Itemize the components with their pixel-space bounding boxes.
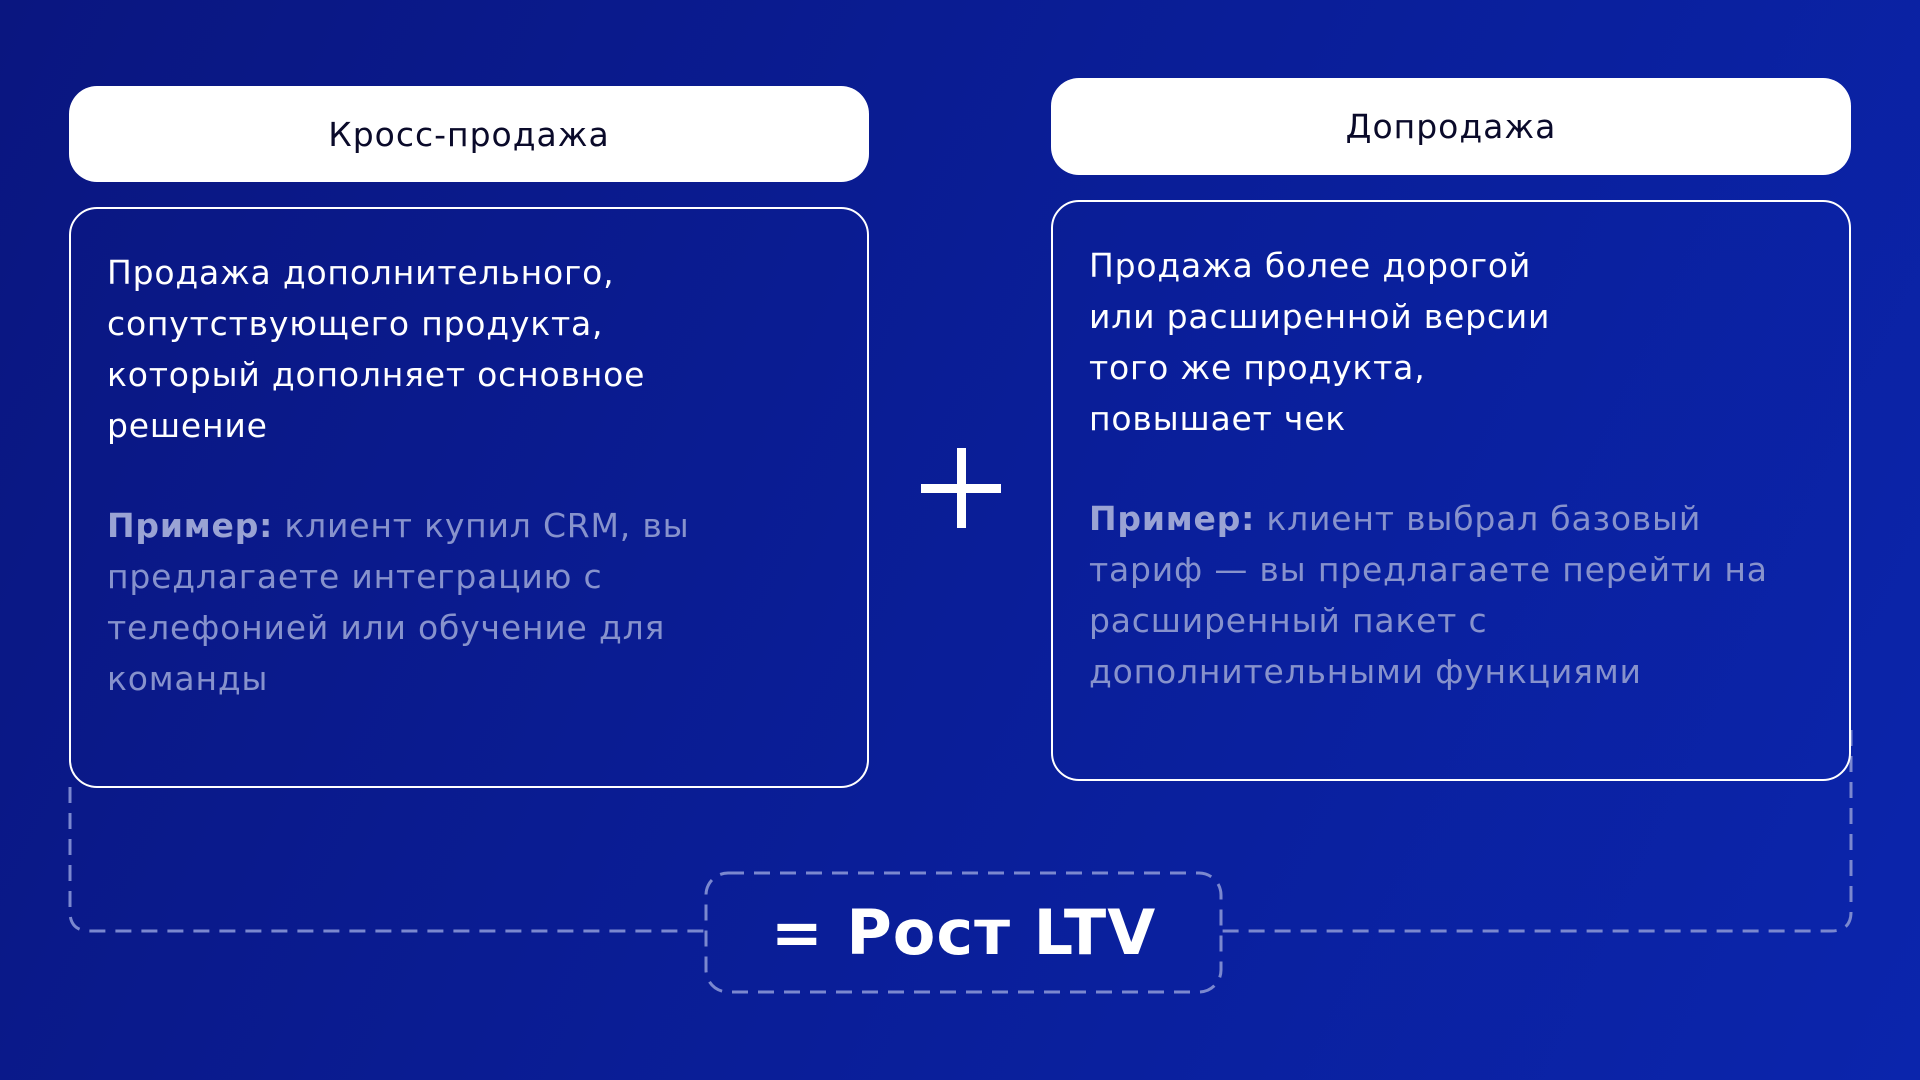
- cross-sell-header: Кросс-продажа: [69, 86, 869, 182]
- upsell-description: Продажа более дорогой или расширенной ве…: [1089, 246, 1551, 438]
- ltv-result-text: = Рост LTV: [770, 896, 1157, 969]
- example-text: клиент купил CRM, вы предлагаете интегра…: [107, 506, 690, 698]
- upsell-header: Допродажа: [1051, 78, 1851, 175]
- cross-sell-example: Пример: клиент купил CRM, вы предлагаете…: [107, 500, 727, 704]
- upsell-card: Продажа более дорогой или расширенной ве…: [1051, 200, 1851, 781]
- plus-icon: [921, 448, 1001, 528]
- example-label: Пример:: [1089, 499, 1256, 538]
- cross-sell-title: Кросс-продажа: [328, 114, 610, 154]
- ltv-result: = Рост LTV: [706, 873, 1221, 992]
- cross-sell-card: Продажа дополнительного, сопутствующего …: [69, 207, 869, 788]
- upsell-example: Пример: клиент выбрал базовый тариф — вы…: [1089, 493, 1819, 697]
- example-text: клиент выбрал базовый тариф — вы предлаг…: [1089, 499, 1768, 691]
- cross-sell-description: Продажа дополнительного, сопутствующего …: [107, 253, 646, 445]
- upsell-title: Допродажа: [1345, 107, 1557, 146]
- example-label: Пример:: [107, 506, 274, 545]
